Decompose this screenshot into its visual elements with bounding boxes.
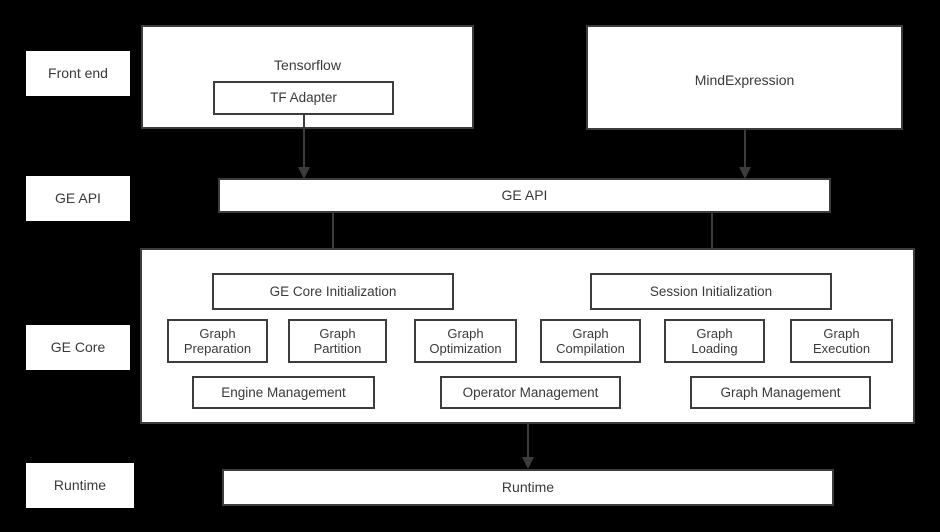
graph-partition-box[interactable]: Graph Partition (288, 319, 387, 363)
session-initialization-box[interactable]: Session Initialization (590, 273, 832, 310)
engine-management-box[interactable]: Engine Management (192, 376, 375, 409)
tensorflow-title: Tensorflow (274, 57, 341, 73)
stage-label-runtime-text: Runtime (53, 477, 107, 494)
stage-label-ge-core: GE Core (26, 325, 130, 370)
ge-api-bar[interactable]: GE API (218, 178, 831, 213)
stage-label-ge-api: GE API (26, 176, 130, 221)
operator-management-box[interactable]: Operator Management (440, 376, 621, 409)
graph-partition-label: Graph Partition (313, 325, 362, 356)
graph-preparation-label: Graph Preparation (183, 325, 252, 356)
graph-execution-label: Graph Execution (812, 325, 871, 356)
engine-management-label: Engine Management (221, 384, 346, 400)
graph-management-label: Graph Management (720, 384, 841, 400)
runtime-bar-label: Runtime (501, 479, 555, 496)
stage-label-runtime: Runtime (26, 463, 134, 508)
graph-compilation-box[interactable]: Graph Compilation (540, 319, 641, 363)
ge-core-initialization-label: GE Core Initialization (269, 283, 397, 299)
graph-compilation-label: Graph Compilation (556, 325, 625, 356)
stage-label-front-end-text: Front end (48, 65, 108, 82)
ge-core-initialization-box[interactable]: GE Core Initialization (212, 273, 454, 310)
stage-label-ge-api-text: GE API (55, 190, 101, 207)
stage-label-ge-core-text: GE Core (50, 339, 106, 356)
stage-label-front-end: Front end (26, 51, 130, 96)
tf-adapter-label: TF Adapter (270, 90, 337, 106)
session-initialization-label: Session Initialization (649, 283, 773, 299)
runtime-bar[interactable]: Runtime (222, 469, 834, 506)
graph-loading-box[interactable]: Graph Loading (664, 319, 765, 363)
graph-optimization-box[interactable]: Graph Optimization (414, 319, 517, 363)
tf-adapter-box[interactable]: TF Adapter (213, 81, 394, 115)
graph-optimization-label: Graph Optimization (429, 325, 502, 356)
operator-management-label: Operator Management (462, 384, 599, 400)
graph-execution-box[interactable]: Graph Execution (790, 319, 893, 363)
mindexpression-title: MindExpression (694, 72, 795, 88)
ge-api-bar-label: GE API (501, 187, 548, 204)
graph-preparation-box[interactable]: Graph Preparation (167, 319, 268, 363)
mindexpression-container[interactable]: MindExpression (586, 25, 903, 130)
graph-loading-label: Graph Loading (691, 325, 738, 356)
graph-management-box[interactable]: Graph Management (690, 376, 871, 409)
